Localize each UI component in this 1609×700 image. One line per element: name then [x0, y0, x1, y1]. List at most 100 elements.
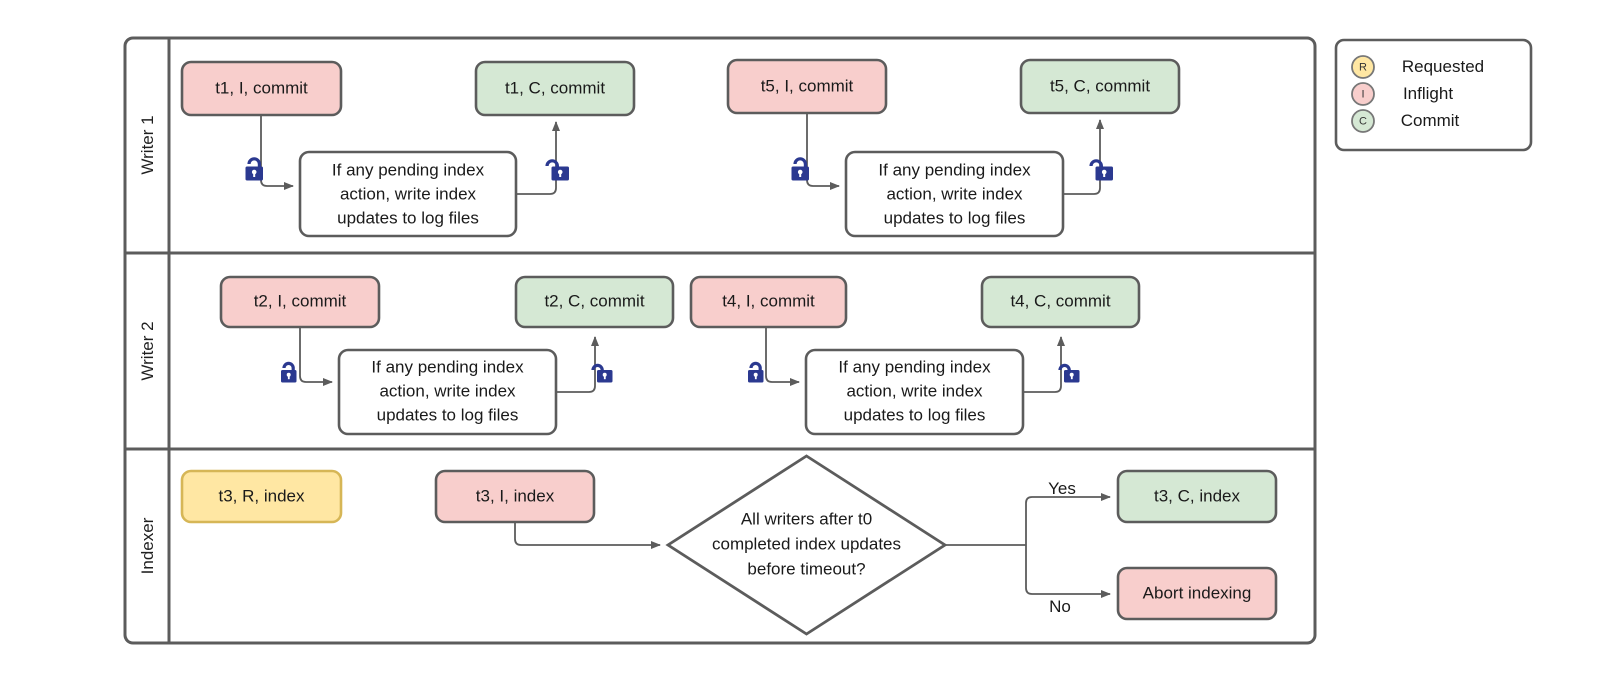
- node-shape: [1019, 58, 1181, 115]
- node-label: t1, I, commit: [215, 78, 308, 97]
- node-label-line2: action, write index: [846, 381, 983, 400]
- edge-w1-box2-to-t5c: [1063, 119, 1104, 195]
- node-shape: [726, 58, 888, 115]
- node-label-line3: updates to log files: [337, 208, 479, 227]
- lane-writer1-content: t1, I, commit If any pending index actio…: [180, 58, 1181, 238]
- node-label-line1: If any pending index: [878, 160, 1031, 179]
- node-label-line3: updates to log files: [884, 208, 1026, 227]
- node-w2-t4-inflight[interactable]: t4, I, commit: [689, 275, 848, 329]
- edge-t3i-to-decision: [514, 522, 661, 549]
- lock-open-icon: [1058, 363, 1080, 383]
- edge-label-no: No: [1049, 597, 1071, 616]
- legend-label-commit: Commit: [1401, 111, 1460, 130]
- legend-label-requested: Requested: [1402, 57, 1484, 76]
- lock-open-icon: [591, 363, 613, 383]
- lane-label-writer1: Writer 1: [138, 115, 157, 174]
- edge-w2-t4i-to-box2: [765, 327, 800, 386]
- node-w2-t2-commit[interactable]: t2, C, commit: [514, 275, 675, 329]
- lock-closed-icon: [281, 361, 297, 383]
- lane-writer2-content: t2, I, commit If any pending index actio…: [219, 275, 1141, 436]
- node-label: Abort indexing: [1143, 583, 1252, 602]
- node-indexer-decision[interactable]: All writers after t0 completed index upd…: [665, 454, 948, 636]
- node-label: t2, I, commit: [254, 291, 347, 310]
- node-label-line3: updates to log files: [377, 405, 519, 424]
- badge-letter: C: [1359, 115, 1367, 127]
- node-label-line1: All writers after t0: [741, 509, 872, 528]
- legend-label-inflight: Inflight: [1403, 84, 1453, 103]
- node-label: t3, C, index: [1154, 486, 1240, 505]
- lock-closed-icon: [245, 157, 263, 181]
- node-indexer-t3-commit[interactable]: t3, C, index: [1116, 469, 1278, 524]
- badge-requested-icon: [1351, 55, 1375, 79]
- node-w1-index-action-2[interactable]: If any pending index action, write index…: [844, 150, 1065, 238]
- node-label: t4, I, commit: [722, 291, 815, 310]
- lock-open-icon: [545, 159, 569, 181]
- edge-w2-t2i-to-box1: [299, 327, 333, 386]
- node-shape: [1116, 566, 1278, 621]
- lane-label-writer2: Writer 2: [138, 321, 157, 380]
- badge-letter: I: [1361, 88, 1364, 100]
- node-label-line2: action, write index: [340, 184, 477, 203]
- node-shape: [844, 150, 1065, 238]
- node-shape: [298, 150, 518, 238]
- node-label-line1: If any pending index: [332, 160, 485, 179]
- node-w1-index-action-1[interactable]: If any pending index action, write index…: [298, 150, 518, 238]
- node-indexer-t3-inflight[interactable]: t3, I, index: [434, 469, 596, 524]
- lane-label-indexer: Indexer: [138, 517, 157, 574]
- node-label: t5, C, commit: [1050, 76, 1150, 95]
- node-label: t1, C, commit: [505, 78, 605, 97]
- badge-inflight-icon: [1351, 82, 1375, 106]
- legend-item-inflight: I Inflight: [1351, 82, 1453, 106]
- node-label: t3, R, index: [219, 486, 305, 505]
- node-label-line3: updates to log files: [844, 405, 986, 424]
- node-shape: [337, 348, 558, 436]
- edge-w1-box1-to-t1c: [516, 121, 560, 195]
- node-shape: [180, 60, 343, 117]
- edge-w2-box1-to-t2c: [556, 336, 599, 393]
- node-label-line2: action, write index: [886, 184, 1023, 203]
- node-label: t4, C, commit: [1010, 291, 1110, 310]
- node-w2-t2-inflight[interactable]: t2, I, commit: [219, 275, 381, 329]
- node-shape: [665, 454, 948, 636]
- node-w2-index-action-1[interactable]: If any pending index action, write index…: [337, 348, 558, 436]
- node-indexer-abort[interactable]: Abort indexing: [1116, 566, 1278, 621]
- node-shape: [474, 60, 636, 117]
- node-shape: [804, 348, 1025, 436]
- lane-indexer-content: Yes No t3, R, index t3, I, index All wri…: [180, 454, 1278, 636]
- legend-item-requested: R Requested: [1351, 55, 1484, 79]
- node-w1-t1-commit[interactable]: t1, C, commit: [474, 60, 636, 117]
- edge-label-yes: Yes: [1048, 479, 1076, 498]
- node-label-line3: before timeout?: [747, 559, 865, 578]
- legend: R Requested I Inflight C Commit: [1334, 38, 1533, 152]
- node-w1-t5-inflight[interactable]: t5, I, commit: [726, 58, 888, 115]
- lock-closed-icon: [791, 157, 809, 181]
- node-shape: [1116, 469, 1278, 524]
- node-shape: [689, 275, 848, 329]
- node-w2-index-action-2[interactable]: If any pending index action, write index…: [804, 348, 1025, 436]
- node-shape: [219, 275, 381, 329]
- node-label-line2: completed index updates: [712, 534, 901, 553]
- node-shape: [980, 275, 1141, 329]
- node-label: t2, C, commit: [544, 291, 644, 310]
- badge-letter: R: [1359, 61, 1367, 73]
- edge-yes-to-t3c: [1025, 493, 1111, 545]
- node-label: t5, I, commit: [761, 76, 854, 95]
- node-w1-t5-commit[interactable]: t5, C, commit: [1019, 58, 1181, 115]
- legend-outline: [1334, 38, 1533, 152]
- node-shape: [180, 469, 343, 524]
- node-label-line1: If any pending index: [371, 357, 524, 376]
- node-w1-t1-inflight[interactable]: t1, I, commit: [180, 60, 343, 117]
- badge-commit-icon: [1351, 109, 1375, 133]
- node-indexer-t3-requested[interactable]: t3, R, index: [180, 469, 343, 524]
- lock-open-icon: [1089, 159, 1113, 181]
- node-w2-t4-commit[interactable]: t4, C, commit: [980, 275, 1141, 329]
- node-label: t3, I, index: [476, 486, 555, 505]
- edge-w2-box2-to-t4c: [1023, 336, 1065, 393]
- legend-item-commit: C Commit: [1351, 109, 1460, 133]
- node-label-line1: If any pending index: [838, 357, 991, 376]
- node-shape: [514, 275, 675, 329]
- node-label-line2: action, write index: [379, 381, 516, 400]
- edge-no-to-abort: [1025, 545, 1111, 598]
